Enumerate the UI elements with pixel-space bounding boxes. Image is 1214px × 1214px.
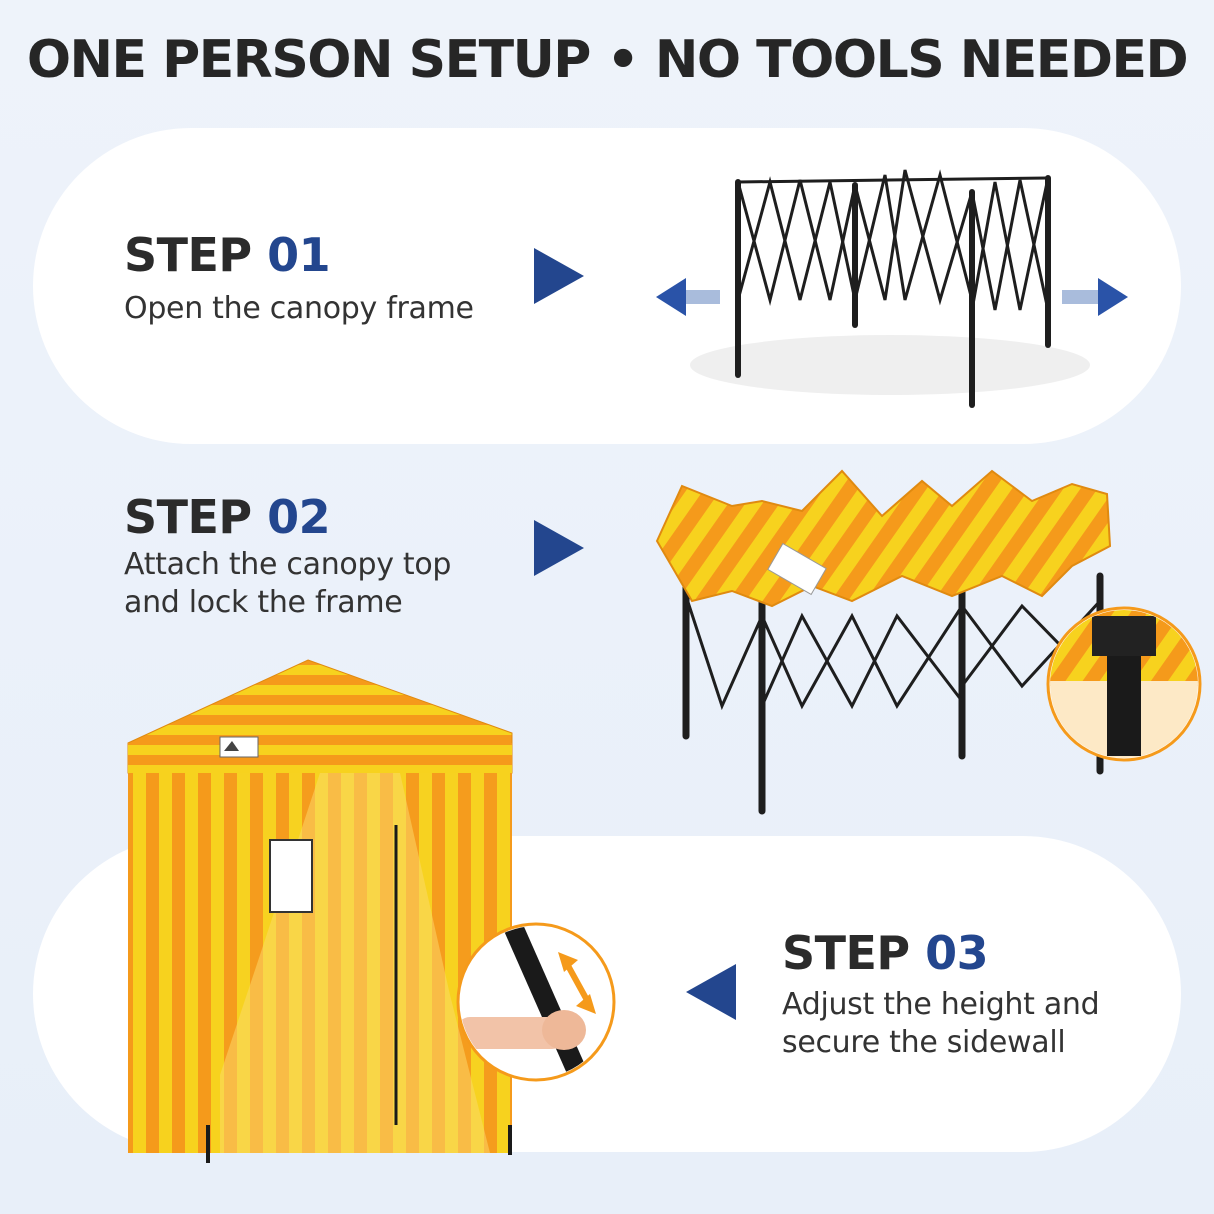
expand-right-arrow-icon: [1062, 278, 1128, 316]
step1-number: 01: [267, 228, 331, 282]
up-down-arrow-icon: [558, 952, 596, 1014]
step3-desc-line2: secure the sidewall: [782, 1025, 1066, 1060]
step2-label: STEP: [124, 490, 252, 544]
step3-label: STEP: [782, 926, 910, 980]
step3-title: STEP 03: [782, 926, 989, 980]
step2-description: Attach the canopy top and lock the frame: [124, 546, 451, 622]
step3-description: Adjust the height and secure the sidewal…: [782, 986, 1100, 1062]
step1-title: STEP 01: [124, 228, 331, 282]
height-adjust-zoom: [456, 922, 616, 1082]
step1-desc-line1: Open the canopy frame: [124, 291, 474, 326]
expand-left-arrow-icon: [656, 278, 720, 316]
step1-arrow-icon: [534, 248, 584, 304]
step3-number: 03: [925, 926, 989, 980]
step1-description: Open the canopy frame: [124, 290, 474, 328]
collapsed-frame-illustration: [656, 169, 1128, 408]
step2-arrow-icon: [534, 520, 584, 576]
step3-arrow-icon: [686, 964, 736, 1020]
step2-number: 02: [267, 490, 331, 544]
step3-desc-line1: Adjust the height and: [782, 987, 1100, 1022]
step2-desc-line1: Attach the canopy top: [124, 547, 452, 582]
brand-logo: [219, 736, 259, 758]
step2-title: STEP 02: [124, 490, 331, 544]
finished-tent-illustration: [127, 659, 513, 1163]
step2-desc-line2: and lock the frame: [124, 585, 403, 620]
canopy-attach-illustration: [655, 469, 1202, 815]
headline: ONE PERSON SETUP • NO TOOLS NEEDED: [26, 30, 1189, 90]
step1-label: STEP: [124, 228, 252, 282]
